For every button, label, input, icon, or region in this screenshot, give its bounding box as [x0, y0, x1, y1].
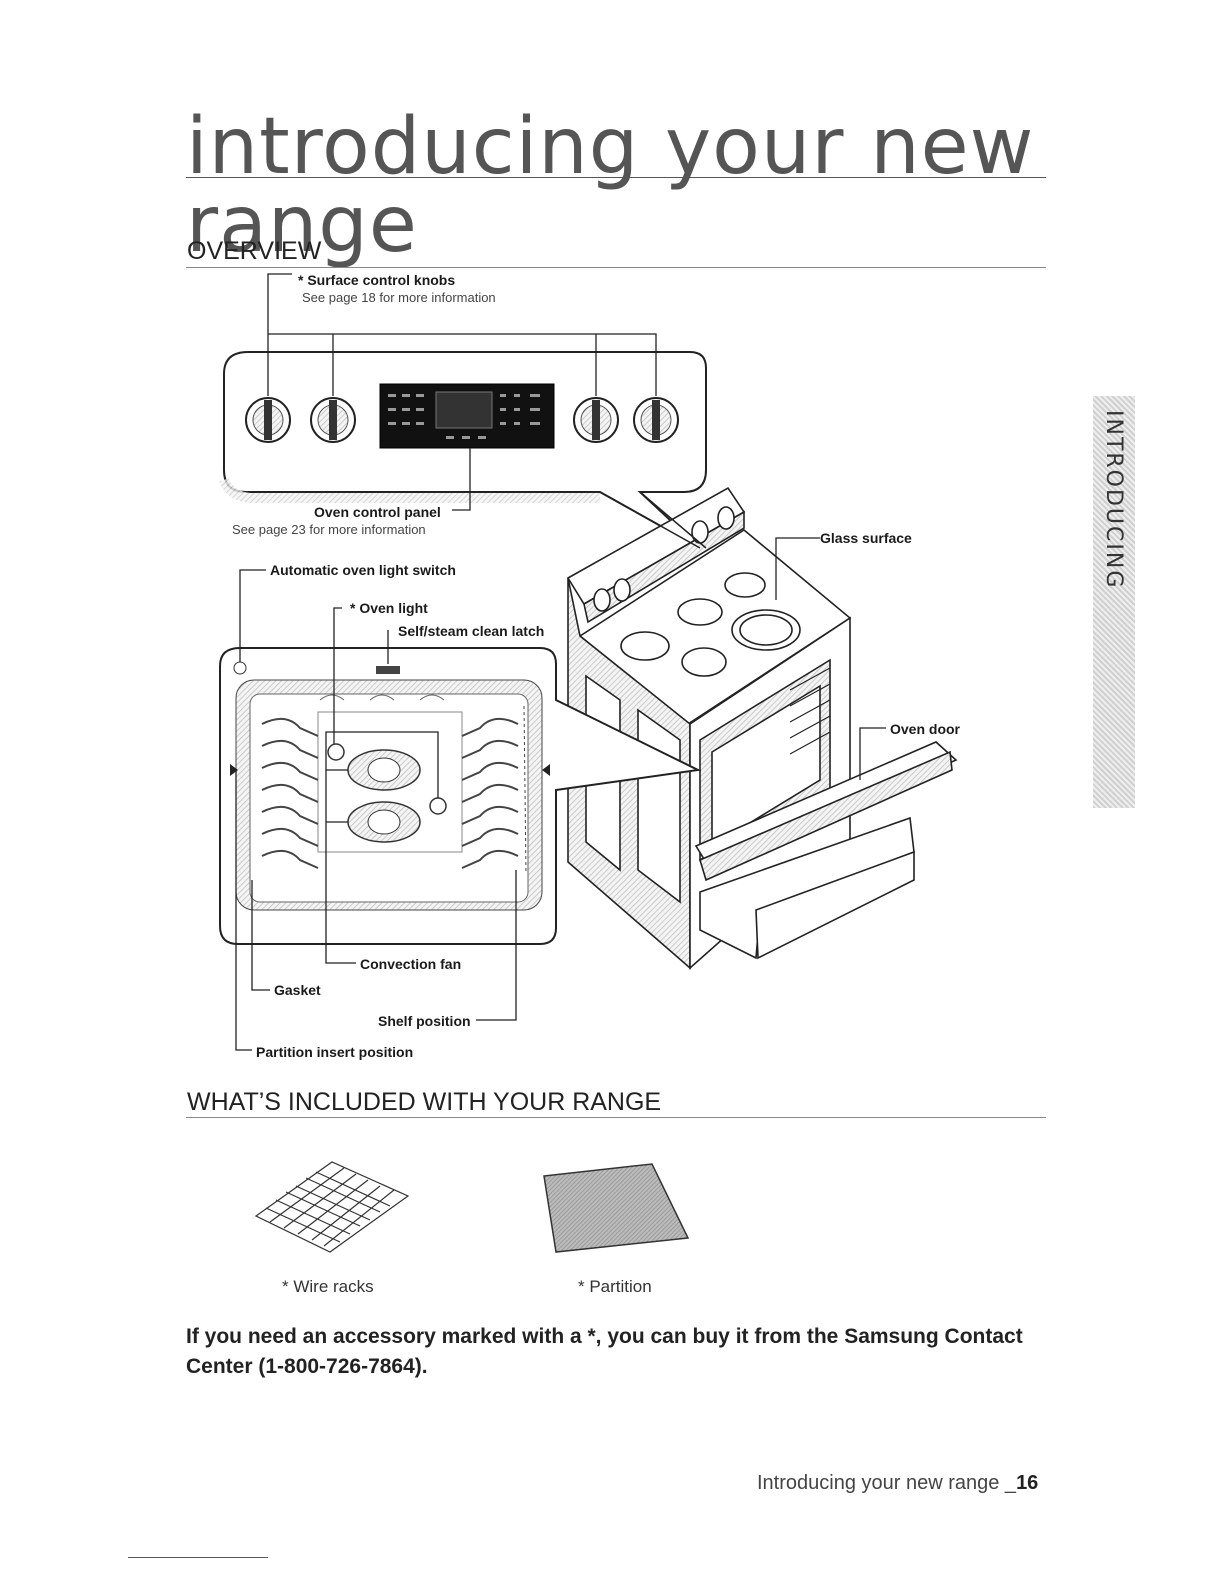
page-number: 16 — [1016, 1472, 1039, 1494]
label-surface-knobs-reference: See page 18 for more information — [302, 290, 496, 305]
caption-wire-racks: * Wire racks — [282, 1277, 374, 1296]
partition-illustration — [543, 1163, 690, 1253]
control-panel-callout — [219, 351, 707, 549]
page-footer: Introducing your new range _16 — [757, 1472, 1038, 1495]
label-surface-control-knobs: * Surface control knobs — [298, 272, 456, 288]
whats-included-heading: WHAT’S INCLUDED WITH YOUR RANGE — [187, 1088, 662, 1116]
knob-leader-lines — [267, 273, 657, 511]
label-shelf-position: Shelf position — [378, 1013, 471, 1029]
label-partition-insert-position: Partition insert position — [256, 1044, 414, 1060]
interior-leader-lines — [235, 537, 886, 1051]
side-tab-label: INTRODUCING — [1101, 410, 1126, 590]
label-gasket: Gasket — [274, 982, 321, 998]
overview-rule — [186, 267, 1046, 268]
surface-knob-3 — [573, 397, 619, 443]
oven-interior-callout — [219, 647, 702, 945]
surface-knob-1 — [245, 397, 291, 443]
footer-text: Introducing your new range _ — [757, 1472, 1017, 1494]
overview-heading: OVERVIEW — [187, 237, 322, 265]
bottom-divider — [128, 1557, 268, 1558]
title-underline — [186, 177, 1046, 178]
label-oven-light: * Oven light — [350, 600, 428, 616]
surface-knob-4 — [633, 397, 679, 443]
label-glass-surface: Glass surface — [820, 530, 912, 546]
wire-rack-illustration — [254, 1161, 410, 1253]
label-self-steam-clean-latch: Self/steam clean latch — [398, 623, 545, 639]
label-convection-fan: Convection fan — [360, 956, 462, 972]
label-automatic-oven-light-switch: Automatic oven light switch — [270, 562, 456, 578]
whats-included-rule — [186, 1117, 1046, 1118]
label-oven-door: Oven door — [890, 721, 961, 737]
label-oven-control-panel-reference: See page 23 for more information — [232, 522, 426, 537]
oven-control-display — [379, 383, 555, 449]
caption-partition: * Partition — [578, 1277, 652, 1296]
label-oven-control-panel: Oven control panel — [314, 504, 441, 520]
section-side-tab: INTRODUCING — [1093, 396, 1135, 808]
accessory-purchase-note: If you need an accessory marked with a *… — [186, 1325, 1023, 1378]
page-title: introducing your new range — [186, 102, 1035, 270]
surface-knob-2 — [310, 397, 356, 443]
